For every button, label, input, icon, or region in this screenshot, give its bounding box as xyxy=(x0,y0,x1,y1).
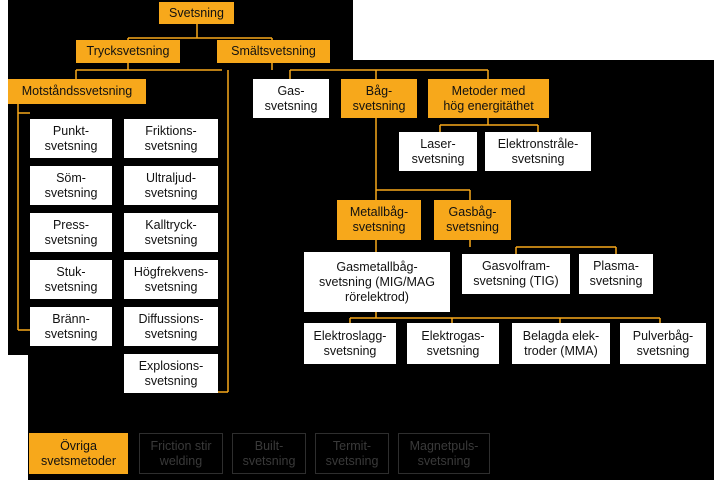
node-motstandssvetsning: Motståndssvetsning xyxy=(8,79,146,104)
node-pulverbag: Pulverbåg- svetsning xyxy=(620,323,706,364)
node-metallbagsvetsning: Metallbåg- svetsning xyxy=(337,200,421,240)
node-diffussionssvetsning: Diffussions- svetsning xyxy=(124,307,218,346)
node-friktionssvetsning: Friktions- svetsning xyxy=(124,119,218,158)
node-elektroslagg: Elektroslagg- svetsning xyxy=(304,323,396,364)
node-gasvolfram: Gasvolfram- svetsning (TIG) xyxy=(462,254,570,294)
node-elektrogas: Elektrogas- svetsning xyxy=(407,323,499,364)
node-termitsvetsning: Termit- svetsning xyxy=(315,433,389,474)
node-kalltrycksvetsning: Kalltryck- svetsning xyxy=(124,213,218,252)
node-presssvetsning: Press- svetsning xyxy=(30,213,112,252)
node-friction-stir: Friction stir welding xyxy=(139,433,223,474)
node-punktsvetsning: Punkt- svetsning xyxy=(30,119,112,158)
node-builtsvetsning: Built- svetsning xyxy=(232,433,306,474)
node-plasmasvetsning: Plasma- svetsning xyxy=(579,254,653,294)
node-bagsvetsning: Båg- svetsning xyxy=(341,79,417,118)
node-somsvetsning: Söm- svetsning xyxy=(30,166,112,205)
node-belagda: Belagda elek- troder (MMA) xyxy=(512,323,610,364)
node-svetsning: Svetsning xyxy=(159,2,234,24)
node-gasmetallbag: Gasmetallbåg- svetsning (MIG/MAG rörelek… xyxy=(304,252,450,312)
node-hog-energitathet: Metoder med hög energitäthet xyxy=(428,79,549,118)
node-elektronstralesvetsning: Elektronstråle- svetsning xyxy=(485,132,591,171)
node-ultraljudsvetsning: Ultraljud- svetsning xyxy=(124,166,218,205)
node-gasbagsvetsning: Gasbåg- svetsning xyxy=(434,200,511,240)
node-gassvetsning: Gas- svetsning xyxy=(253,79,329,118)
node-lasersvetsning: Laser- svetsning xyxy=(399,132,477,171)
node-stuksvetsning: Stuk- svetsning xyxy=(30,260,112,299)
node-explosionssvetsning: Explosions- svetsning xyxy=(124,354,218,393)
node-hogfrekvenssvetsning: Högfrekvens- svetsning xyxy=(124,260,218,299)
node-ovriga: Övriga svetsmetoder xyxy=(29,433,128,474)
node-smaltsvetsning: Smältsvetsning xyxy=(217,40,330,63)
node-magnetpuls: Magnetpuls- svetsning xyxy=(398,433,490,474)
node-trycksvetsning: Trycksvetsning xyxy=(76,40,180,63)
node-brannsvetsning: Bränn- svetsning xyxy=(30,307,112,346)
